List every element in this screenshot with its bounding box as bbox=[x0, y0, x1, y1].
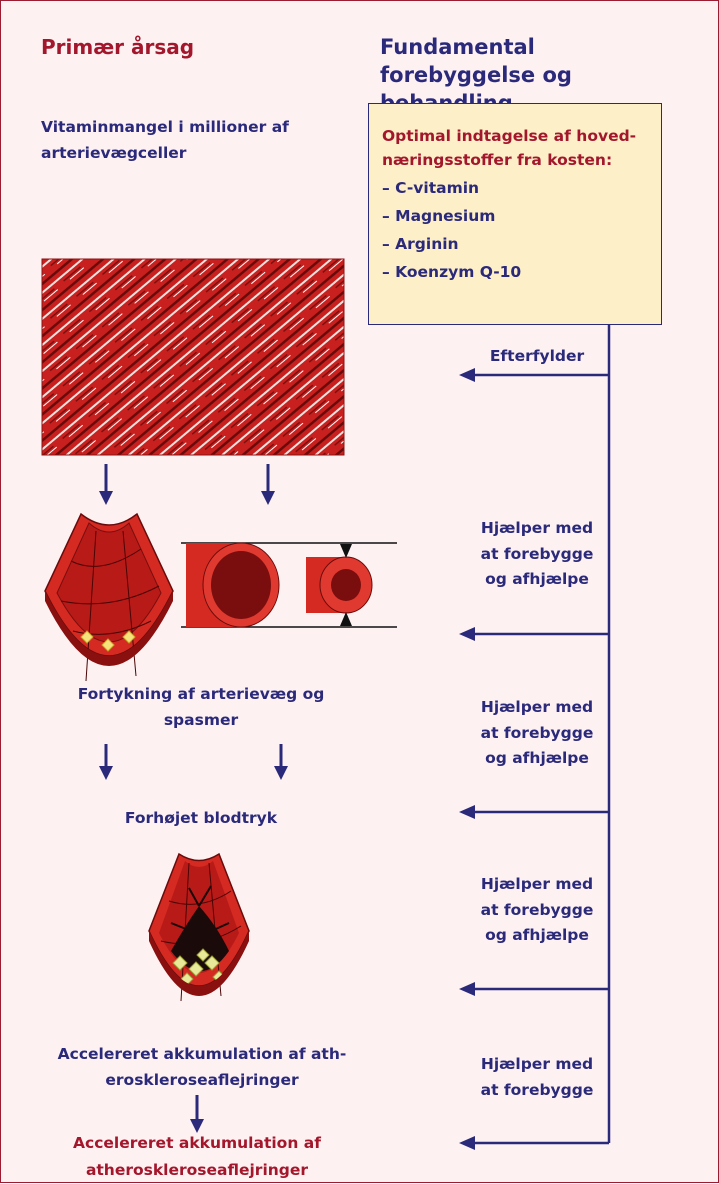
final-result-text: Accelereret akkumulation af atherosklero… bbox=[47, 1130, 347, 1184]
blood-pressure-text: Forhøjet blodtryk bbox=[71, 805, 331, 831]
prevent-relieve-label: Hjælper med at forebygge og afhjælpe bbox=[473, 516, 601, 593]
left-arrow bbox=[459, 627, 609, 641]
artery-plaque-icon bbox=[149, 854, 249, 1001]
accelerated-deposits-text: Accelereret akkumulation af ath-eroskler… bbox=[37, 1041, 367, 1093]
down-arrow bbox=[274, 744, 288, 780]
down-arrow bbox=[99, 464, 113, 505]
tissue-micrograph bbox=[42, 259, 344, 455]
refill-label: Efterfylder bbox=[473, 344, 601, 370]
down-arrow bbox=[261, 464, 275, 505]
prevent-relieve-label: Hjælper med at forebygge og afhjælpe bbox=[473, 695, 601, 772]
artery-cutaway-icon bbox=[45, 514, 173, 681]
down-arrow bbox=[99, 744, 113, 780]
thickening-text: Fortykning af arterievæg og spasmer bbox=[71, 681, 331, 733]
left-arrow bbox=[459, 805, 609, 819]
artery-tube-comparison bbox=[181, 543, 397, 627]
prevent-label: Hjælper med at forebygge bbox=[473, 1052, 601, 1103]
left-arrow bbox=[459, 368, 609, 382]
left-arrow bbox=[459, 1136, 609, 1150]
down-arrow bbox=[190, 1095, 204, 1133]
left-arrow bbox=[459, 982, 609, 996]
prevent-relieve-label: Hjælper med at forebygge og afhjælpe bbox=[473, 872, 601, 949]
